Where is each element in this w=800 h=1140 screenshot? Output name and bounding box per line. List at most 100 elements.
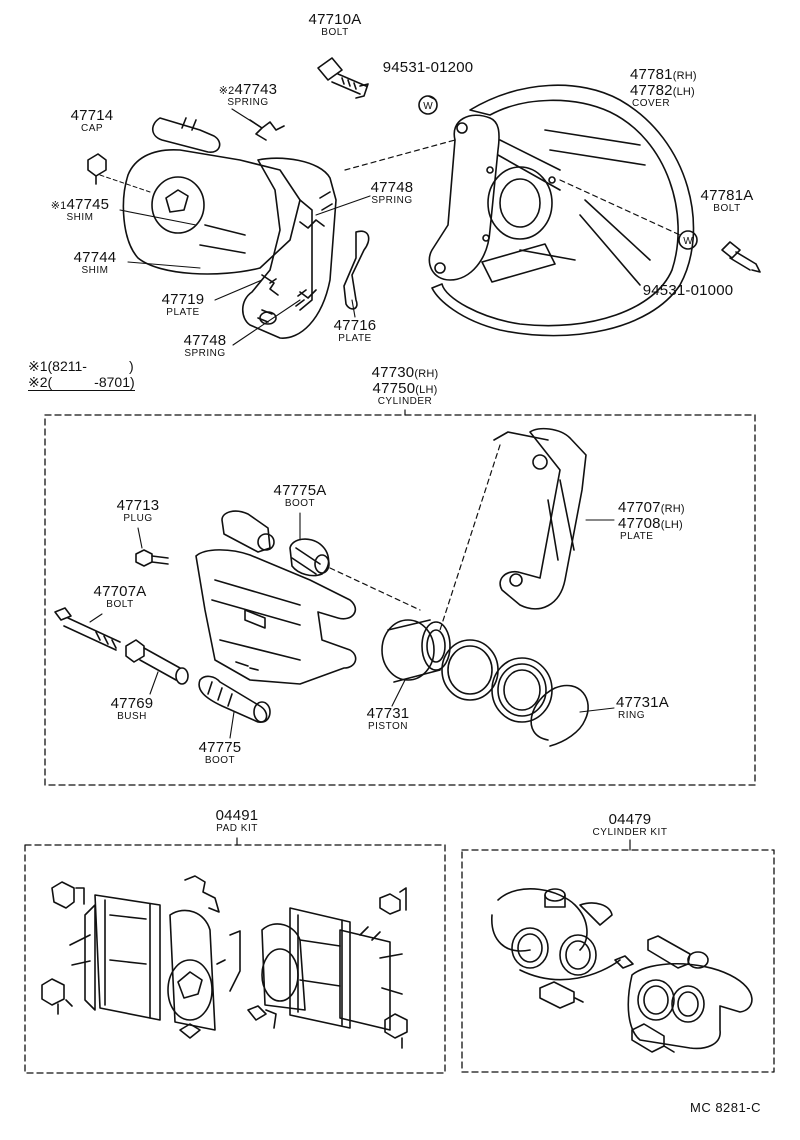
part-number: 47731 — [366, 705, 410, 722]
label-boot-47775a: 47775A BOOT — [274, 483, 327, 509]
part-name: SPRING — [184, 347, 226, 359]
part-number: 47775 — [198, 739, 242, 756]
part-name: BUSH — [117, 710, 147, 722]
label-bolt-47781a: 47781A BOLT — [701, 188, 754, 214]
part-number-rh: 47730 — [371, 364, 415, 381]
pad-kit-contents-drawing — [41, 875, 408, 1049]
part-number: 47716 — [333, 317, 377, 334]
cylinder-frame — [44, 414, 756, 786]
label-cylinder: 47730(RH) 47750(LH) CYLINDER — [372, 365, 439, 407]
note-2: ※2( -8701) — [28, 374, 135, 392]
label-shim-47744: 47744 SHIM — [74, 250, 117, 276]
note-mark: ※1 — [50, 200, 67, 212]
diagram-code: MC 8281-C — [690, 1100, 761, 1115]
label-plate-47707: 47707(RH) 47708(LH) PLATE — [618, 500, 685, 542]
part-number: 47745 — [66, 196, 110, 213]
part-number: 04491 — [215, 807, 259, 824]
part-number: 47744 — [73, 249, 117, 266]
part-number: 47775A — [273, 482, 327, 499]
note-1: ※1(8211- ) — [28, 358, 134, 374]
washer-01000-drawing: W — [678, 230, 698, 250]
part-number: 94531-01200 — [382, 59, 474, 76]
part-number: 47707A — [93, 583, 147, 600]
lh-suffix: (LH) — [415, 383, 438, 396]
bolt-47710a-drawing — [317, 57, 369, 99]
part-name: BOOT — [284, 497, 316, 509]
part-name: CYLINDER KIT — [592, 826, 668, 838]
boot-47775-drawing — [198, 675, 271, 723]
label-washer-01200: 94531-01200 — [383, 60, 474, 76]
bolt-47781a-drawing — [721, 241, 761, 273]
bolt-47707a-drawing — [54, 607, 121, 651]
rh-suffix: (RH) — [660, 503, 685, 515]
part-name: PLUG — [123, 512, 153, 524]
label-boot-47775: 47775 BOOT — [199, 740, 242, 766]
part-number-lh: 47708 — [618, 514, 661, 532]
lh-suffix: (LH) — [672, 85, 695, 98]
part-number-rh: 47781 — [630, 66, 673, 83]
label-spring-47748-bottom: 47748 SPRING — [184, 333, 227, 359]
part-name: PLATE — [620, 530, 654, 542]
cylinder-kit-contents-drawing — [491, 888, 753, 1053]
note-mark: ※2 — [218, 85, 235, 97]
label-spring-47743: ※247743 SPRING — [219, 82, 277, 108]
boot-47775a-drawing — [289, 538, 330, 577]
part-number: 47710A — [308, 11, 362, 28]
part-name: SHIM — [81, 264, 109, 276]
label-ring-47731a: 47731A RING — [616, 695, 669, 721]
label-bolt-47710a: 47710A BOLT — [309, 12, 362, 38]
label-cap-47714: 47714 CAP — [71, 108, 114, 134]
label-bolt-47707a: 47707A BOLT — [94, 584, 147, 610]
rh-suffix: (RH) — [414, 368, 439, 380]
part-name: BOLT — [713, 202, 741, 214]
seal-ring-drawing — [441, 639, 499, 701]
label-cover: 47781(RH) 47782(LH) COVER — [630, 67, 697, 109]
part-name: BOOT — [204, 754, 236, 766]
washer-letter: W — [423, 101, 433, 112]
part-name: SPRING — [371, 194, 413, 206]
bush-47769-drawing — [125, 639, 189, 685]
part-number-lh: 47782 — [630, 81, 673, 99]
rh-suffix: (RH) — [672, 70, 697, 82]
part-number: 47731A — [616, 694, 669, 711]
part-number-rh: 47707 — [618, 499, 661, 516]
label-shim-47745: ※147745 SHIM — [51, 197, 109, 223]
part-number: 47719 — [161, 291, 205, 308]
label-plate-47719: 47719 PLATE — [162, 292, 205, 318]
part-name: SHIM — [66, 211, 94, 223]
pad-kit-frame — [24, 844, 446, 1074]
lh-suffix: (LH) — [660, 518, 683, 531]
part-number: 47748 — [183, 332, 227, 349]
part-number: 47781A — [700, 187, 754, 204]
caliper-assembly-drawing — [122, 117, 337, 339]
part-number: 47769 — [110, 695, 154, 712]
part-number: 47743 — [234, 81, 278, 98]
cap-47714-drawing — [87, 153, 107, 185]
part-name: PLATE — [166, 306, 200, 318]
label-pad-kit: 04491 PAD KIT — [216, 808, 259, 834]
part-number-lh: 47750 — [372, 379, 416, 397]
part-name: PAD KIT — [216, 822, 258, 834]
washer-letter: W — [683, 236, 693, 247]
disc-cover-drawing — [428, 84, 695, 337]
part-name: PLATE — [338, 332, 372, 344]
label-washer-01000: 94531-01000 — [643, 283, 734, 299]
ring-47731a-drawing — [530, 684, 589, 747]
plate-47707-drawing — [493, 427, 587, 610]
label-plug-47713: 47713 PLUG — [117, 498, 160, 524]
part-number: 47714 — [70, 107, 114, 124]
part-name: PISTON — [367, 720, 409, 732]
part-name: CYLINDER — [377, 395, 433, 407]
caliper-body-drawing — [195, 510, 357, 685]
part-number: 47713 — [116, 497, 160, 514]
part-number: 47748 — [370, 179, 414, 196]
label-cylinder-kit: 04479 CYLINDER KIT — [593, 812, 668, 838]
part-name: SPRING — [227, 96, 269, 108]
piston-47731-drawing — [381, 619, 451, 683]
cylinder-kit-frame — [461, 849, 775, 1073]
label-bush-47769: 47769 BUSH — [111, 696, 154, 722]
plug-47713-drawing — [135, 549, 169, 567]
plate-47716-drawing — [343, 230, 370, 310]
